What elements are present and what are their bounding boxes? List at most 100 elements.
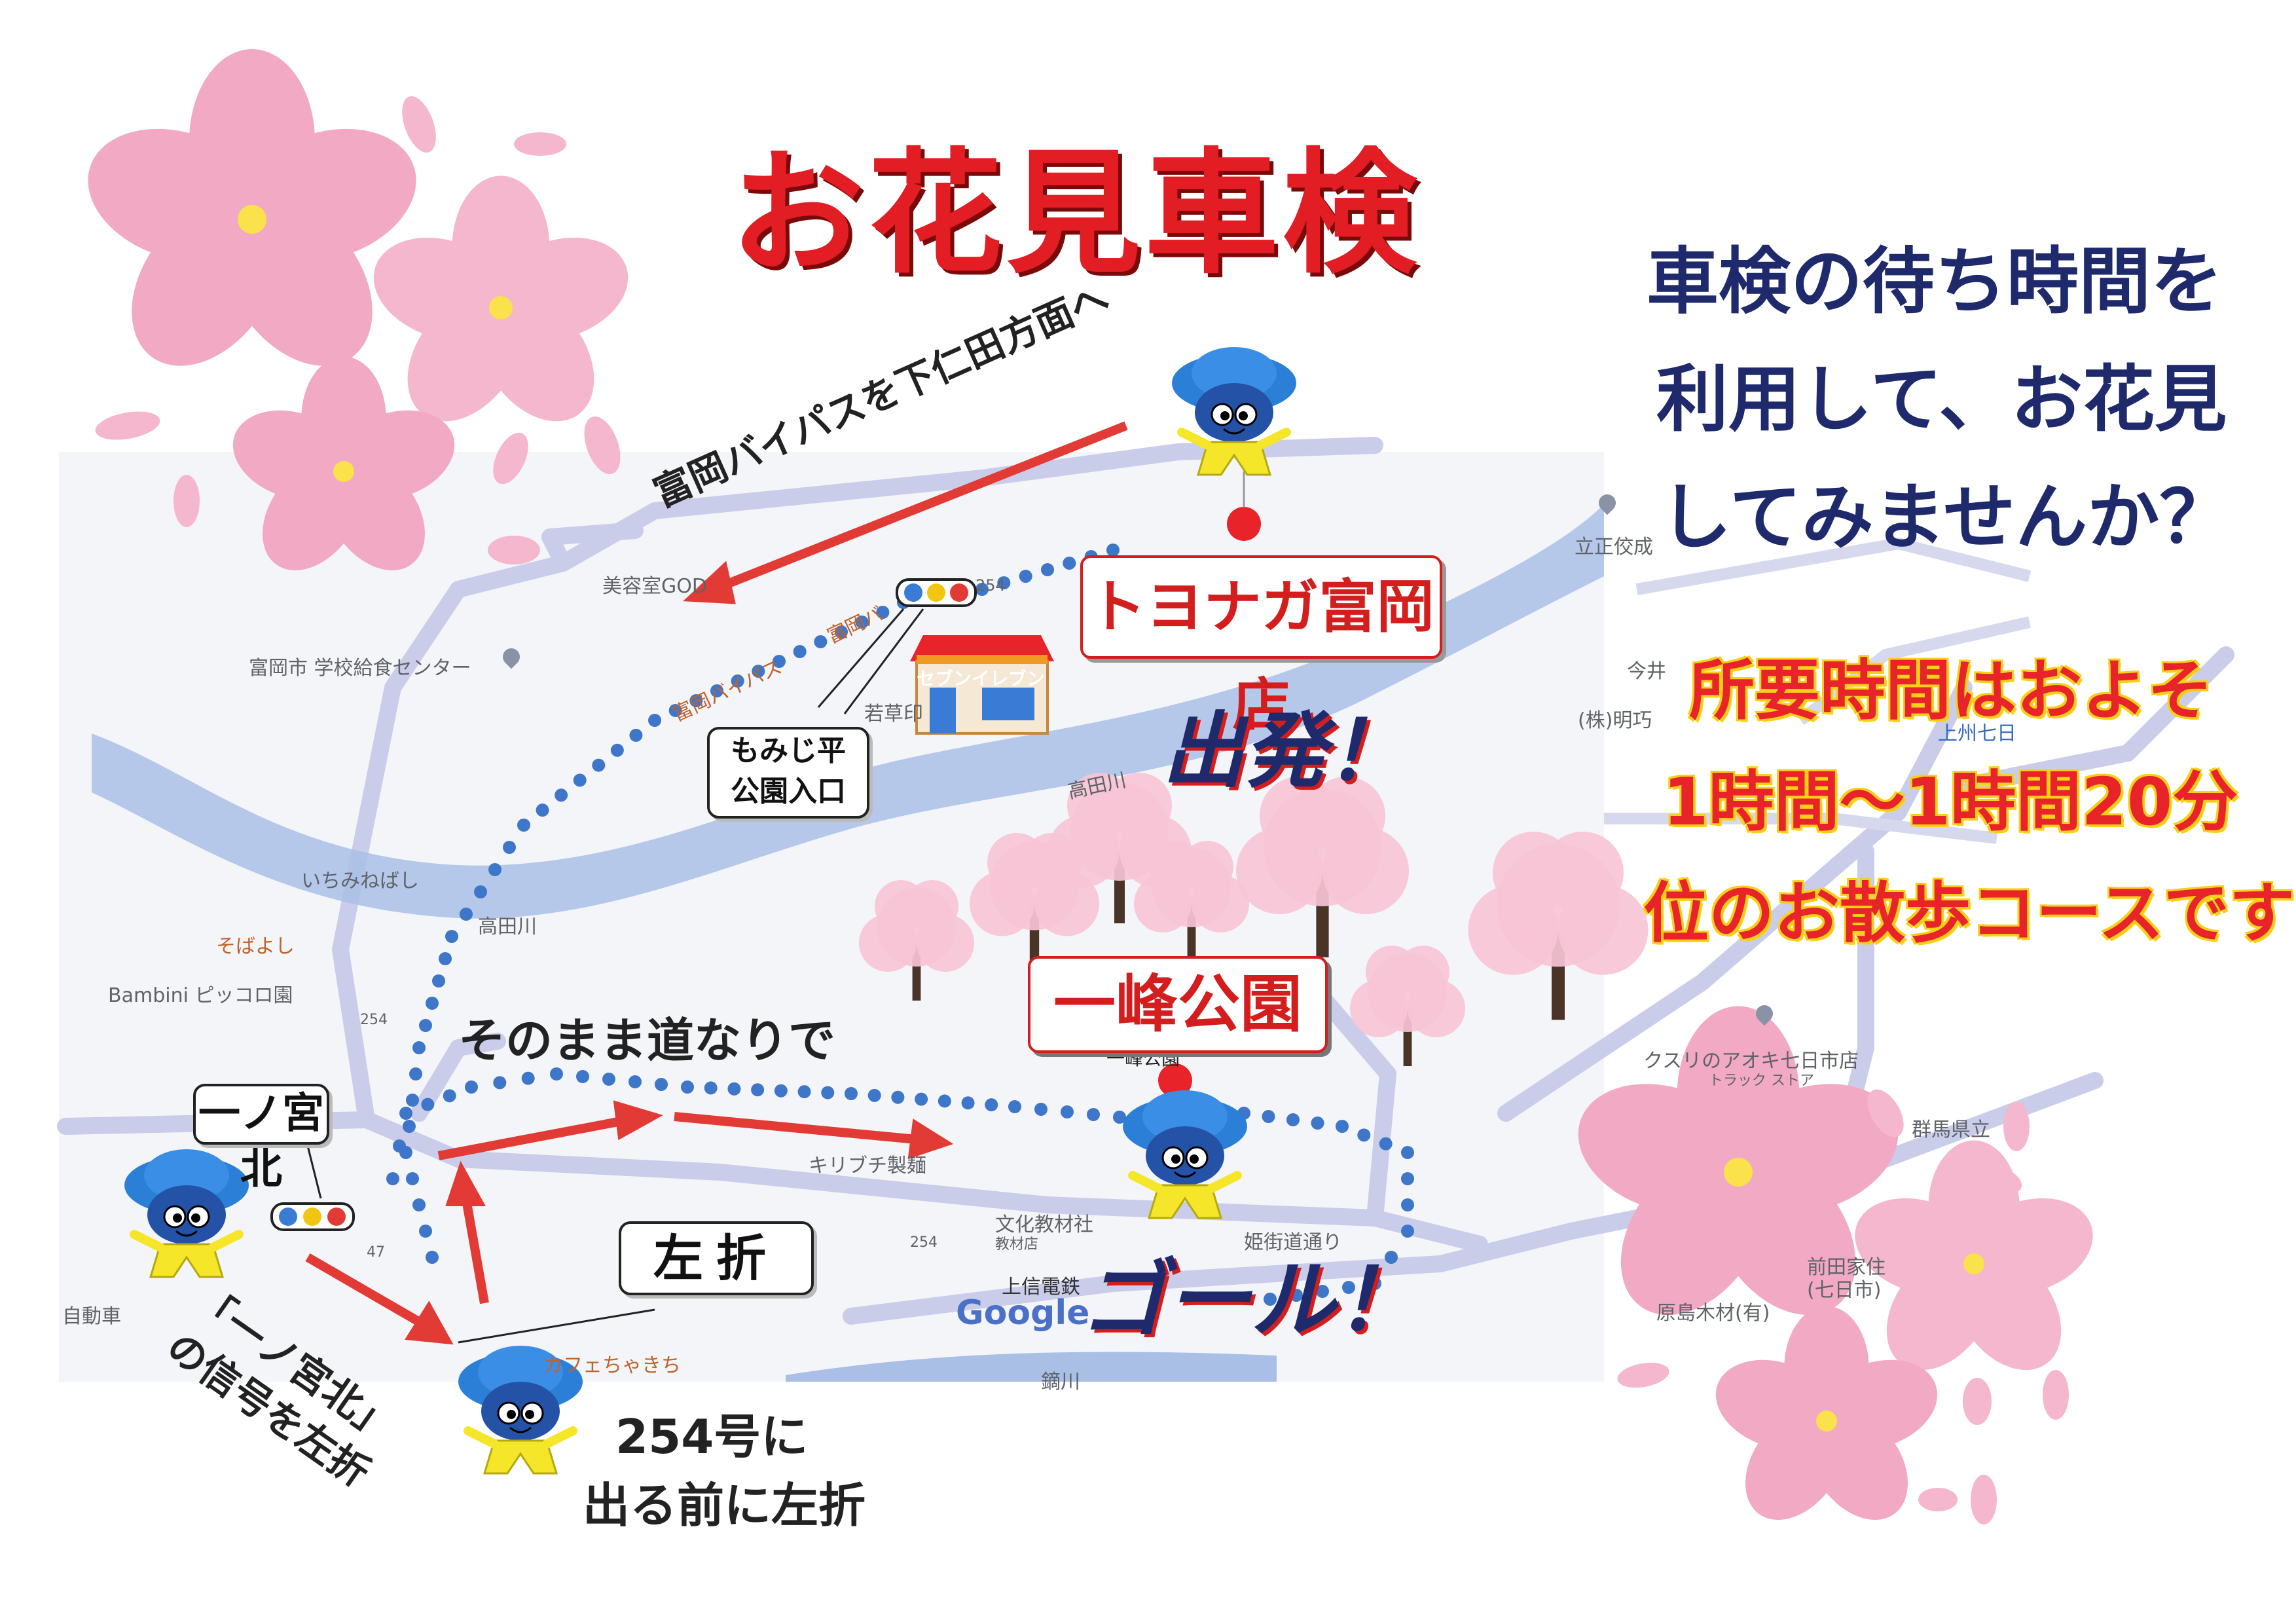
map-label-kusuri: クスリのアオキ七日市店: [1643, 1050, 1859, 1073]
route-dot: [412, 1198, 426, 1211]
map-label-nanokaichi: (七日市): [1807, 1279, 1882, 1302]
route-dot: [938, 1094, 951, 1108]
map-label-salon: 美容室GOD: [602, 575, 707, 598]
arrow-bypass: [712, 421, 1128, 594]
route-dot: [727, 1082, 741, 1096]
arrow-north: [460, 1190, 489, 1304]
route-dot: [704, 1081, 718, 1095]
route-dot: [503, 841, 516, 854]
duration-line2: 1時間～1時間20分: [1663, 764, 2238, 840]
map-label-route254-c: 254: [910, 1234, 938, 1251]
route-dot: [1034, 1103, 1048, 1116]
map-label-takata-river-2: 高田川: [478, 915, 537, 938]
route-dot: [1212, 1108, 1226, 1122]
route-dot: [681, 1080, 694, 1094]
route-dot: [1087, 1108, 1100, 1121]
route-dot: [443, 1089, 456, 1103]
route-dot: [419, 1019, 432, 1032]
map-label-gunma: 群馬県立: [1912, 1118, 1990, 1141]
headline-line2: 利用して、お花見: [1656, 358, 2227, 441]
headline-line3: してみませんか？: [1660, 475, 2232, 559]
route-dot: [774, 1084, 788, 1098]
route-dot: [855, 616, 869, 629]
route-dot: [386, 1172, 399, 1185]
route-dot: [845, 1087, 858, 1100]
takata-river: [92, 504, 1604, 919]
route-dot: [445, 930, 458, 943]
map-label-kabura-river: 鏑川: [1041, 1371, 1080, 1393]
route-dot: [610, 743, 624, 757]
route-dot: [576, 1070, 589, 1083]
park-label: 一峰公園: [1028, 956, 1328, 1053]
map-label-hime-street: 姫街道通り: [1244, 1231, 1342, 1254]
route-dot: [648, 714, 661, 727]
route-dot: [1401, 1172, 1414, 1185]
traffic-light-icon: [270, 1202, 355, 1231]
route-dot: [797, 1085, 811, 1099]
red-dot-icon: [1227, 507, 1261, 541]
route-dot: [975, 583, 989, 596]
route-dot: [493, 1076, 507, 1090]
before-route-line1: 254号に: [615, 1409, 809, 1464]
route-dot: [1019, 570, 1032, 583]
map-label-imai: 今井: [1627, 660, 1666, 683]
route-dot: [710, 684, 723, 697]
route-dot: [1061, 1105, 1074, 1118]
map-roads-east: [1604, 537, 2032, 844]
map-label-cafe: カフェちゃきち: [543, 1354, 681, 1377]
route-dot: [550, 1067, 563, 1080]
route-dot: [997, 576, 1011, 589]
route-dot: [1290, 1289, 1303, 1302]
route-dot: [419, 1225, 432, 1238]
route-dot: [752, 665, 765, 678]
start-store-label: トヨナガ富岡店: [1080, 555, 1442, 739]
route-dot: [668, 704, 682, 717]
duration-line3: 位のお散歩コースです: [1643, 875, 2295, 951]
route-dot: [655, 1078, 668, 1091]
route-dot: [573, 773, 587, 787]
route-dot: [555, 788, 568, 802]
route-dot: [915, 1092, 928, 1106]
kabura-river: [786, 1352, 1277, 1382]
route-dot: [1237, 1107, 1250, 1120]
route-dot: [1008, 1100, 1021, 1113]
seven-eleven-label: セブンイレブン: [917, 668, 1046, 690]
route-dot: [814, 635, 828, 648]
momiji-box: もみじ平 公園入口: [707, 727, 869, 819]
before-route-line2: 出る前に左折: [583, 1478, 866, 1533]
route-dot: [1357, 1128, 1371, 1142]
route-dot: [876, 606, 890, 619]
route-dot: [1063, 557, 1076, 570]
arrow-head: [613, 1100, 663, 1141]
route-dot: [412, 1041, 426, 1054]
headline-line1: 車検の待ち時間を: [1647, 240, 2223, 323]
route-dot: [1342, 1281, 1355, 1294]
route-dot: [821, 1086, 835, 1099]
page-title: お花見車検: [730, 136, 1421, 292]
arrow-east-2: [674, 1112, 917, 1144]
map-label-route254-b: 254: [360, 1012, 388, 1028]
map-label-harashima: 原島木材(有): [1656, 1302, 1770, 1325]
map-label-kozuke: 上州七日: [1938, 722, 2016, 745]
route-dot: [835, 625, 848, 638]
route-dot: [393, 1139, 406, 1153]
route-dot: [1336, 1120, 1349, 1133]
route-dot: [409, 1067, 422, 1080]
route-dot: [403, 1120, 416, 1133]
route-dot: [536, 803, 549, 817]
ichinomiya-box: 一ノ宮北: [193, 1084, 329, 1194]
arrow-head: [907, 1118, 954, 1160]
route-dot: [1311, 1116, 1324, 1130]
route-dot: [1262, 1110, 1275, 1123]
route-dot: [961, 1096, 975, 1110]
route-dot: [521, 1071, 535, 1085]
map-label-maeda: 前田家住: [1807, 1256, 1886, 1279]
route-dot: [602, 1073, 615, 1086]
map-label-bunka-sub: 教材店: [995, 1236, 1039, 1253]
route-dot: [399, 1107, 412, 1120]
map-label-route47: 47: [367, 1244, 385, 1261]
route-dot: [891, 1090, 905, 1104]
map-label-lunch-center: 富岡市 学校給食センター: [249, 657, 471, 680]
map-label-meikou: (株)明巧: [1578, 709, 1652, 732]
route-arrows: [305, 421, 1128, 1345]
